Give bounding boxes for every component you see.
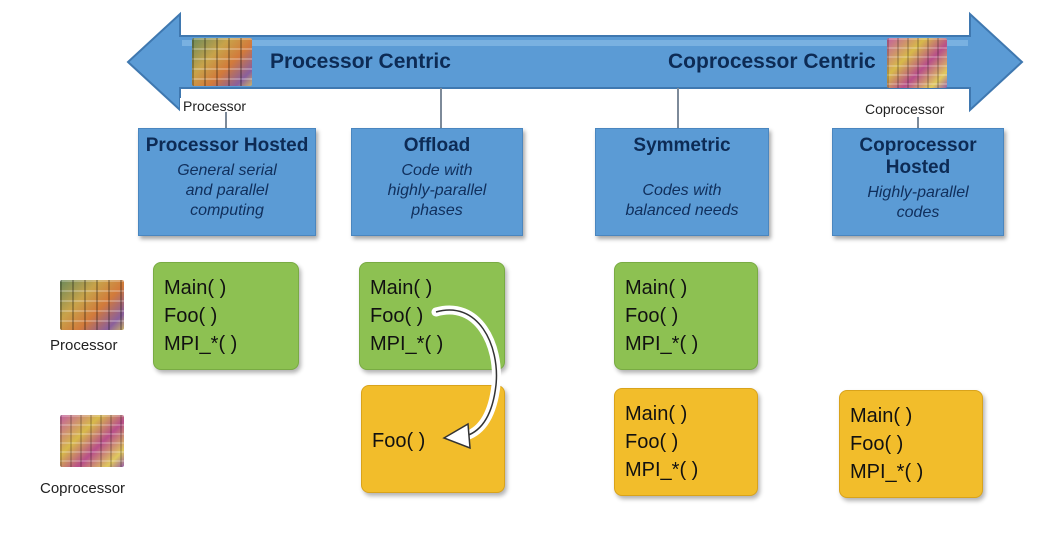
code-main: Main( ) — [164, 277, 227, 299]
code-foo: Foo( ) — [625, 431, 679, 453]
processor-chip-image — [192, 38, 252, 86]
code-box-symmetric-coprocessor: Main( ) Foo( ) MPI_*( ) — [614, 388, 758, 496]
processor-caption: Processor — [180, 98, 250, 114]
coprocessor-caption: Coprocessor — [862, 101, 948, 117]
code-mpi: MPI_*( ) — [625, 459, 699, 481]
code-foo: Foo( ) — [164, 305, 218, 327]
code-box-offload-coprocessor: Foo( ) — [361, 385, 505, 493]
model-desc-line: balanced needs — [625, 202, 739, 219]
connector-line — [677, 88, 679, 128]
code-foo: Foo( ) — [370, 305, 424, 327]
code-mpi: MPI_*( ) — [625, 333, 699, 355]
model-offload: Offload Code with highly-parallel phases — [351, 128, 523, 236]
code-box-processor-hosted: Main( ) Foo( ) MPI_*( ) — [153, 262, 299, 370]
code-mpi: MPI_*( ) — [370, 333, 444, 355]
model-coprocessor-hosted: Coprocessor Hosted Highly-parallel codes — [832, 128, 1004, 236]
model-processor-hosted: Processor Hosted General serial and para… — [138, 128, 316, 236]
model-title: Offload — [403, 135, 471, 156]
code-main: Main( ) — [625, 403, 688, 425]
model-desc-line: computing — [190, 202, 264, 219]
code-mpi: MPI_*( ) — [164, 333, 238, 355]
coprocessor-chip-image — [887, 38, 947, 88]
model-desc-line: and parallel — [185, 182, 269, 199]
coprocessor-centric-label: Coprocessor Centric — [668, 50, 876, 73]
model-title: Symmetric — [633, 135, 731, 156]
code-box-offload-processor: Main( ) Foo( ) MPI_*( ) — [359, 262, 505, 370]
model-desc-line: Highly-parallel — [867, 184, 969, 201]
code-box-coprocessor-hosted: Main( ) Foo( ) MPI_*( ) — [839, 390, 983, 498]
connector-line — [225, 112, 227, 128]
connector-line — [917, 117, 919, 128]
model-desc-line: Codes with — [642, 182, 722, 199]
code-foo: Foo( ) — [850, 433, 904, 455]
model-desc-line: highly-parallel — [387, 182, 487, 199]
processor-row-label: Processor — [50, 337, 118, 354]
code-main: Main( ) — [850, 405, 913, 427]
processor-centric-label: Processor Centric — [270, 50, 451, 73]
model-title: Processor Hosted — [145, 135, 309, 156]
model-desc-line: phases — [411, 202, 463, 219]
coprocessor-row-chip-image — [60, 415, 124, 467]
code-foo: Foo( ) — [625, 305, 679, 327]
code-main: Main( ) — [370, 277, 433, 299]
model-symmetric: Symmetric Codes with balanced needs — [595, 128, 769, 236]
code-main: Main( ) — [625, 277, 688, 299]
connector-line — [440, 88, 442, 128]
coprocessor-row-label: Coprocessor — [40, 480, 126, 497]
processor-row-chip-image — [60, 280, 124, 330]
code-mpi: MPI_*( ) — [850, 461, 924, 483]
model-desc-line: General serial — [177, 162, 277, 179]
model-desc-line: codes — [896, 204, 940, 221]
model-title: Coprocessor Hosted — [859, 135, 977, 178]
code-foo: Foo( ) — [372, 430, 426, 452]
code-box-symmetric-processor: Main( ) Foo( ) MPI_*( ) — [614, 262, 758, 370]
model-desc-line: Code with — [401, 162, 473, 179]
